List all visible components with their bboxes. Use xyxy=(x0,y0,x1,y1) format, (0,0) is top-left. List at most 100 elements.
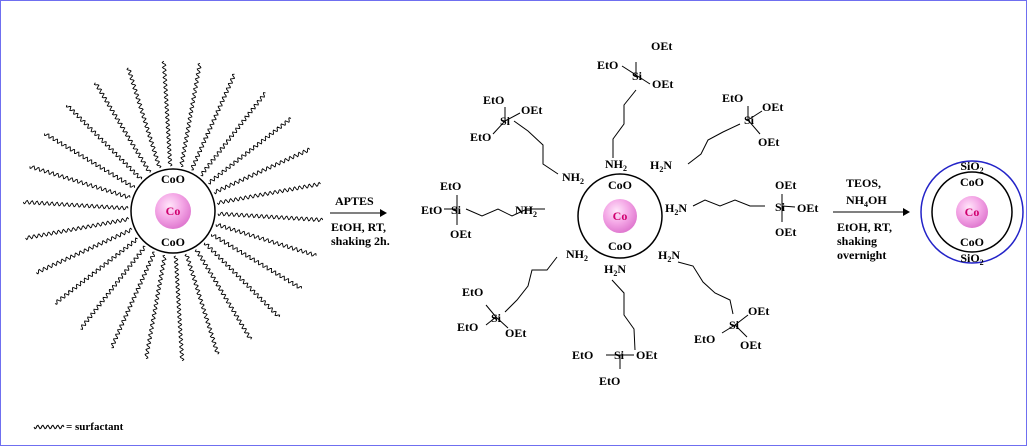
eto-label: EtO xyxy=(457,320,478,334)
cobalt-core xyxy=(603,199,637,233)
surfactant-chain xyxy=(44,133,135,188)
oet-label: OEt xyxy=(775,225,796,239)
oet-label: OEt xyxy=(636,348,657,362)
nh2-label: H2N xyxy=(665,201,687,217)
surfactant-chain xyxy=(25,216,130,241)
nh2-label: NH2 xyxy=(515,203,537,219)
eto-label: EtO xyxy=(572,348,593,362)
oxide-label-top: CoO xyxy=(608,178,632,192)
step1-condition-2: shaking 2h. xyxy=(331,234,390,248)
oxide-label-bottom: CoO xyxy=(161,235,185,249)
surfactant-chain xyxy=(208,117,292,185)
step2-arrow: TEOS, NH4OH EtOH, RT, shaking overnight xyxy=(833,176,910,262)
silica-coated-particle: Co CoO CoO SiO2 SiO2 xyxy=(920,159,1024,267)
si-label: Si xyxy=(632,69,643,83)
oet-label: OEt xyxy=(762,100,783,114)
aminosilane-functionalized-particle: Co CoO CoO xyxy=(421,39,818,388)
oxide-label-top: CoO xyxy=(960,175,984,189)
surfactant-chain xyxy=(200,92,266,177)
surfactant-chain xyxy=(213,147,311,195)
surfactant-chain xyxy=(80,245,146,330)
surfactant-chain xyxy=(184,253,220,355)
nh2-label: H2N xyxy=(658,248,680,264)
surfactant-chain xyxy=(215,223,317,257)
nh2-label: H2N xyxy=(650,158,672,174)
surfactant-chain xyxy=(194,249,253,340)
step1-condition-1: EtOH, RT, xyxy=(331,220,386,234)
legend: = surfactant xyxy=(33,421,124,433)
step1-arrow: APTES EtOH, RT, shaking 2h. xyxy=(330,194,390,248)
surfactant-chain xyxy=(35,227,133,275)
eto-label: EtO xyxy=(421,203,442,217)
siloxy-bonds xyxy=(444,62,796,369)
surfactant-chain xyxy=(144,254,167,360)
si-label: Si xyxy=(614,348,625,362)
surfactant-chain xyxy=(65,104,143,180)
surfactant-chain xyxy=(179,62,202,168)
oxide-label-bottom: CoO xyxy=(608,239,632,253)
oet-label: OEt xyxy=(521,103,542,117)
step2-condition-2: shaking xyxy=(837,234,877,248)
surfactant-chain xyxy=(173,255,185,362)
cobalt-core xyxy=(956,196,988,228)
oet-label: OEt xyxy=(748,304,769,318)
propyl-chains xyxy=(465,89,765,351)
surfactant-chain xyxy=(126,67,162,169)
oxide-label-bottom: CoO xyxy=(960,235,984,249)
oxide-label-top: CoO xyxy=(161,172,185,186)
step2-reagent-2: NH4OH xyxy=(846,193,887,209)
si-label: Si xyxy=(491,311,502,325)
surfactant-chain xyxy=(216,181,321,206)
oet-label: OEt xyxy=(450,227,471,241)
surfactant-chain xyxy=(54,237,138,305)
eto-label: EtO xyxy=(597,58,618,72)
oet-label: OEt xyxy=(505,326,526,340)
eto-label: EtO xyxy=(462,285,483,299)
step1-reagent: APTES xyxy=(335,194,374,208)
step2-condition-1: EtOH, RT, xyxy=(837,220,892,234)
surfactant-chain xyxy=(29,165,131,199)
triethoxysilyl-groups: Si EtO OEt EtO Si OEt EtO OEt Si EtO OEt… xyxy=(421,39,818,388)
core-label: Co xyxy=(166,204,181,218)
silica-label-bottom: SiO2 xyxy=(960,251,983,267)
nh2-label: NH2 xyxy=(566,247,588,263)
core-label: Co xyxy=(965,205,980,219)
eto-label: EtO xyxy=(483,93,504,107)
oet-label: OEt xyxy=(651,39,672,53)
amine-labels: NH2 NH2 H2N NH2 H2N NH2 H2N H2N xyxy=(515,157,687,278)
eto-label: EtO xyxy=(470,130,491,144)
si-label: Si xyxy=(451,203,462,217)
si-label: Si xyxy=(500,114,511,128)
legend-text: = surfactant xyxy=(66,421,124,433)
oet-label: OEt xyxy=(775,178,796,192)
step2-reagent-1: TEOS, xyxy=(846,176,881,190)
oet-label: OEt xyxy=(758,135,779,149)
surfactant-chain xyxy=(93,82,152,173)
surfactant-chain xyxy=(211,234,302,289)
surfactant-symbol xyxy=(33,424,65,430)
core-label: Co xyxy=(613,209,628,223)
step2-condition-3: overnight xyxy=(837,248,886,262)
eto-label: EtO xyxy=(440,179,461,193)
oet-label: OEt xyxy=(652,77,673,91)
surfactant-chain xyxy=(217,211,324,223)
oet-label: OEt xyxy=(740,338,761,352)
nh2-label: NH2 xyxy=(562,170,584,186)
surfactant-chain xyxy=(111,251,156,349)
cobalt-core xyxy=(155,193,191,229)
eto-label: EtO xyxy=(722,91,743,105)
si-label: Si xyxy=(775,200,786,214)
surfactant-chain xyxy=(203,242,281,318)
si-label: Si xyxy=(729,318,740,332)
surfactant-chains xyxy=(22,60,324,362)
nh2-label: H2N xyxy=(604,262,626,278)
oet-label: OEt xyxy=(797,201,818,215)
surfactant-chain xyxy=(161,60,173,167)
eto-label: EtO xyxy=(599,374,620,388)
eto-label: EtO xyxy=(694,332,715,346)
surfactant-coated-particle: Co CoO CoO xyxy=(22,60,324,362)
silica-label-top: SiO2 xyxy=(960,159,983,175)
surfactant-chain xyxy=(190,73,235,171)
surfactant-chain xyxy=(22,199,129,211)
